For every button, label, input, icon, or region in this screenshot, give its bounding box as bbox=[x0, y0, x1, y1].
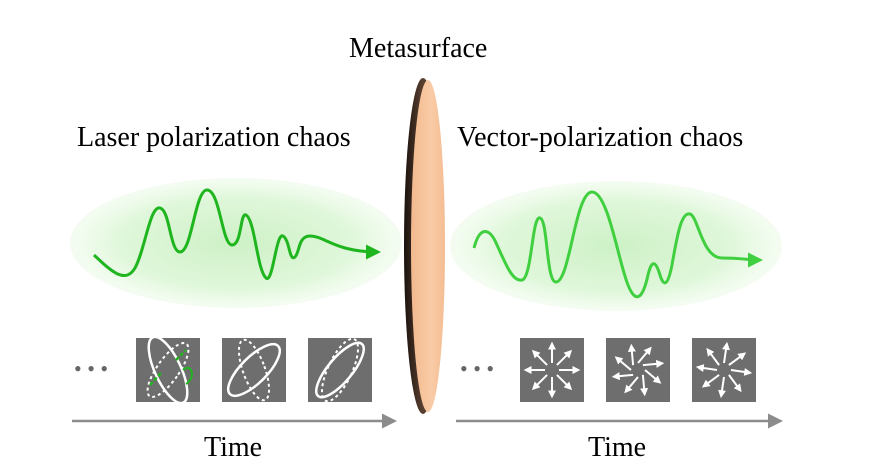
vector-arrow bbox=[624, 376, 639, 394]
vector-arrow bbox=[701, 374, 720, 388]
polarization-ellipse-icon bbox=[222, 338, 286, 402]
vector-arrow bbox=[640, 374, 649, 397]
right-panel-title: Vector-polarization chaos bbox=[457, 122, 744, 153]
vector-arrow bbox=[706, 347, 720, 366]
left-time-label: Time bbox=[204, 432, 263, 463]
left-ellipsis: • • • bbox=[74, 356, 109, 381]
vector-arrow bbox=[614, 356, 632, 371]
metasurface-label: Metasurface bbox=[349, 33, 488, 64]
vector-arrow bbox=[531, 349, 548, 366]
vector-arrow bbox=[531, 374, 548, 391]
right-time-label: Time bbox=[588, 432, 647, 463]
left-panel-title: Laser polarization chaos bbox=[77, 122, 351, 153]
vector-arrow bbox=[642, 359, 665, 368]
polarization-ellipse-icon bbox=[136, 335, 200, 405]
vector-field-radial-icon bbox=[520, 338, 584, 402]
vector-arrow bbox=[611, 372, 634, 381]
vector-arrow bbox=[627, 343, 636, 366]
right-chaotic-wave bbox=[472, 190, 763, 299]
vector-arrow bbox=[730, 368, 753, 376]
vector-field-radial-icon bbox=[692, 338, 756, 402]
vector-field-swirl-icon bbox=[606, 338, 670, 402]
vector-arrow bbox=[695, 364, 718, 372]
polarization-ellipse-icon bbox=[308, 337, 372, 403]
left-chaotic-wave bbox=[92, 188, 381, 280]
vector-arrow bbox=[644, 369, 662, 384]
vector-arrow bbox=[556, 374, 573, 391]
metasurface-disk bbox=[404, 78, 445, 414]
vector-arrow bbox=[728, 374, 742, 393]
vector-arrow bbox=[637, 346, 652, 364]
vector-arrow bbox=[728, 352, 747, 366]
vector-arrow bbox=[556, 349, 573, 366]
right-ellipsis: • • • bbox=[460, 356, 495, 381]
vector-arrow bbox=[722, 341, 730, 364]
vector-arrow bbox=[718, 376, 726, 399]
